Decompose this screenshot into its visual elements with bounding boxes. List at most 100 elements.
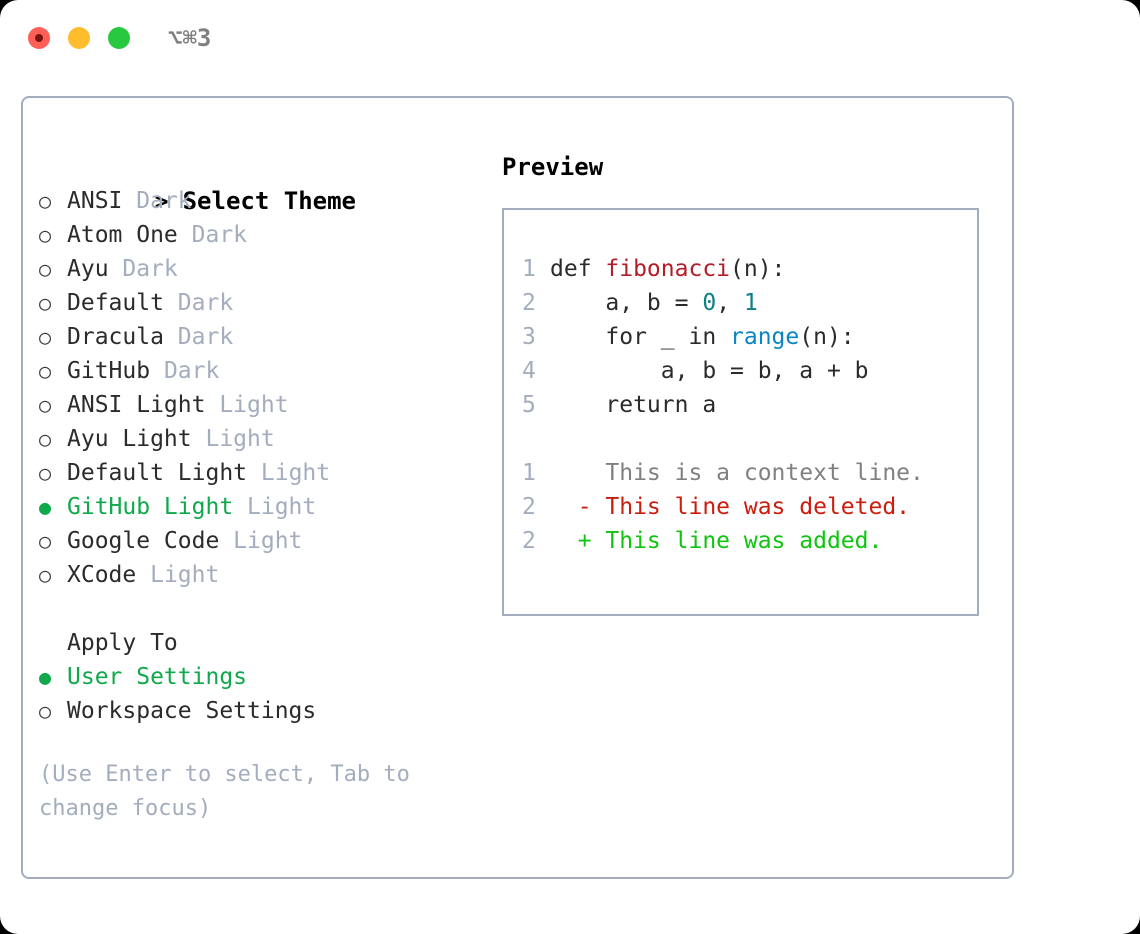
window-shortcut-label: ⌥⌘3 (168, 24, 212, 52)
theme-option-name: ANSI (67, 188, 137, 214)
theme-option-name: Ayu Light (67, 426, 206, 452)
theme-option-name: GitHub (67, 358, 164, 384)
theme-option-dracula[interactable]: ○ Dracula Dark (39, 320, 499, 354)
theme-option-github-light[interactable]: ●GitHub Light Light (39, 490, 499, 524)
theme-option-default-light[interactable]: ○Default Light Light (39, 456, 499, 490)
theme-option-variant: Dark (163, 358, 220, 384)
theme-option-ayu[interactable]: ○ Ayu Dark (39, 252, 499, 286)
theme-option-variant: Light (150, 562, 220, 588)
theme-option-name: XCode (67, 562, 151, 588)
apply-to-option-name: User Settings (67, 664, 248, 690)
apply-to-option-workspace-settings[interactable]: ○ Workspace Settings (39, 694, 499, 728)
theme-option-xcode[interactable]: ○XCode Light (39, 558, 499, 592)
apply-to-option-name: Workspace Settings (67, 698, 317, 724)
diff-line-text: - This line was deleted. (550, 494, 911, 520)
theme-option-name: Default Light (67, 460, 261, 486)
preview-title: Preview (502, 153, 604, 181)
theme-option-variant: Dark (122, 256, 178, 282)
theme-option-variant: Light (219, 392, 289, 418)
line-number: 1 (522, 256, 536, 282)
minimize-dot[interactable] (68, 27, 90, 49)
code-token-plain: return a (550, 392, 717, 418)
theme-option-default[interactable]: ○ Default Dark (39, 286, 499, 320)
radio-unselected-icon: ○ (39, 257, 52, 281)
line-number: 2 (522, 528, 536, 554)
theme-option-variant: Light (247, 494, 317, 520)
line-number: 2 (522, 290, 536, 316)
code-line: 5 return a (522, 388, 977, 422)
code-token-plain: (n): (730, 256, 786, 282)
title-bar: ⌥⌘3 (0, 0, 1140, 76)
theme-option-ansi-light[interactable]: ○ ANSI Light Light (39, 388, 499, 422)
code-line: 4 a, b = b, a + b (522, 354, 977, 388)
apply-to-list: ● User Settings ○ Workspace Settings (39, 660, 499, 728)
prompt-caret-icon: > (154, 189, 169, 215)
diff-line-del: 2 - This line was deleted. (522, 490, 977, 524)
theme-option-github[interactable]: ○ GitHub Dark (39, 354, 499, 388)
code-token-plain: for _ in (550, 324, 731, 350)
code-line: 2 a, b = 0, 1 (522, 286, 977, 320)
theme-option-ayu-light[interactable]: ○ Ayu Light Light (39, 422, 499, 456)
code-token-plain: (n): (799, 324, 855, 350)
line-number: 1 (522, 460, 536, 486)
radio-unselected-icon: ○ (39, 359, 52, 383)
code-token-plain: , (716, 290, 744, 316)
code-token-call: range (730, 324, 800, 350)
apply-to-label: Apply To (67, 630, 178, 656)
radio-unselected-icon: ○ (39, 529, 52, 553)
radio-selected-icon: ● (39, 665, 52, 689)
theme-list: ○ANSI Dark○Atom One Dark○Ayu Dark○Defaul… (39, 184, 499, 592)
diff-line-text: + This line was added. (550, 528, 883, 554)
code-token-fn: fibonacci (605, 256, 731, 282)
theme-option-variant: Light (205, 426, 275, 452)
code-line: 3 for _ in range(n): (522, 320, 977, 354)
list-spacer (39, 592, 499, 626)
theme-selector-column: >Select Theme ○ANSI Dark○Atom One Dark○A… (39, 150, 499, 826)
maximize-dot[interactable] (108, 27, 130, 49)
code-token-kw: def (550, 256, 606, 282)
theme-option-ansi[interactable]: ○ ANSI Dark (39, 184, 499, 218)
keyboard-hint: (Use Enter to select, Tab to change focu… (39, 762, 410, 821)
diff-line-ctx: 1 This is a context line. (522, 456, 977, 490)
line-number: 4 (522, 358, 536, 384)
apply-to-option-user-settings[interactable]: ● User Settings (39, 660, 499, 694)
code-diff-spacer (522, 422, 977, 456)
line-number: 5 (522, 392, 536, 418)
main-panel: >Select Theme ○ANSI Dark○Atom One Dark○A… (21, 96, 1014, 879)
theme-option-name: ANSI Light (67, 392, 220, 418)
radio-unselected-icon: ○ (39, 461, 52, 485)
theme-option-google-code[interactable]: ○ Google Code Light (39, 524, 499, 558)
theme-option-name: Atom One (67, 222, 192, 248)
radio-unselected-icon: ○ (39, 291, 52, 315)
line-number: 3 (522, 324, 536, 350)
radio-unselected-icon: ○ (39, 325, 52, 349)
code-token-plain: a, b = b, a + b (550, 358, 869, 384)
theme-option-variant: Dark (191, 222, 248, 248)
line-number: 2 (522, 494, 536, 520)
diff-line-text: This is a context line. (550, 460, 924, 486)
theme-option-name: Default (67, 290, 178, 316)
diff-line-add: 2 + This line was added. (522, 524, 977, 558)
theme-option-name: Ayu (67, 256, 123, 282)
radio-unselected-icon: ○ (39, 699, 52, 723)
radio-unselected-icon: ○ (39, 427, 52, 451)
theme-option-name: Google Code (67, 528, 234, 554)
select-theme-header: > Select Theme (39, 150, 499, 215)
theme-option-name: GitHub Light (67, 494, 248, 520)
theme-option-atom-one[interactable]: ○Atom One Dark (39, 218, 499, 252)
theme-option-variant: Dark (136, 188, 192, 214)
theme-option-variant: Dark (177, 324, 234, 350)
radio-unselected-icon: ○ (39, 393, 52, 417)
theme-option-variant: Light (233, 528, 303, 554)
radio-unselected-icon: ○ (39, 189, 52, 213)
select-theme-title: Select Theme (182, 187, 356, 215)
theme-option-name: Dracula (67, 324, 178, 350)
theme-option-variant: Dark (177, 290, 234, 316)
code-line: 1 def fibonacci(n): (522, 252, 977, 286)
code-token-plain: a, b = (550, 290, 703, 316)
close-dot[interactable] (28, 27, 50, 49)
